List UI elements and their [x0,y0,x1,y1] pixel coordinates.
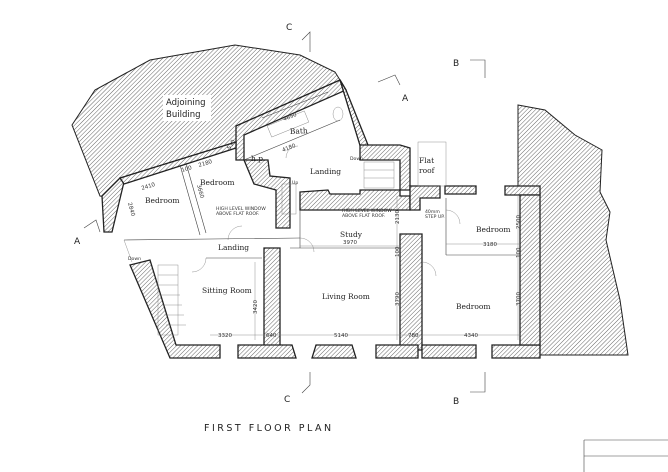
stairs [157,161,395,336]
adjoining-building-hatch [71,44,341,199]
bathtub [266,110,310,138]
note-window-2a: HIGH LEVEL WINDOW [342,208,392,214]
dim-partition: 100 [181,165,193,174]
note-down-2: Down [128,256,141,262]
note-step-up-1: 40mm [425,209,440,215]
dim-bed1-width: 2410 [141,182,157,192]
flat-roof-area [417,141,447,187]
dim-bath-small: 510 [227,138,238,151]
room-landing-upper: Landing [310,167,341,176]
note-window-1a: HIGH LEVEL WINDOW [216,206,266,212]
room-bedroom-3: Bedroom [476,225,510,234]
dim-wall-study: 100 [395,246,401,257]
note-down-1: Down [350,156,363,162]
room-landing-lower: Landing [218,243,249,252]
dim-study-depth: 2130 [395,210,401,224]
dim-study-width: 3970 [343,240,357,246]
room-living-room: Living Room [322,292,370,301]
dim-sitting-depth: 3420 [253,300,259,314]
flat-roof-label-2: roof [419,166,436,175]
room-sitting-room: Sitting Room [202,286,252,295]
dim-landing-length: 4180 [282,143,298,154]
section-markers [83,31,486,394]
dim-bed3-width: 3180 [483,242,497,248]
dim-bath-length: 4650 [283,112,299,123]
section-c-top: C [286,23,292,33]
drawing-title: FIRST FLOOR PLAN [204,423,334,434]
room-bedroom-2: Bedroom [145,196,179,205]
note-window-1b: ABOVE FLAT ROOF. [216,211,259,217]
adjoining-label-2: Building [166,110,200,120]
room-study: Study [340,230,363,239]
section-a-right: A [402,94,409,104]
room-bedroom-4: Bedroom [456,302,490,311]
dim-bed2-width: 2180 [198,159,214,169]
adjoining-label-1: Adjoining [166,98,206,108]
toilet [332,106,344,122]
dim-bed3-depth: 2500 [516,215,522,229]
partitions [123,91,520,277]
dim-living-depth: 3790 [395,292,401,306]
section-c-bottom: C [284,395,290,405]
note-up: Up [292,180,298,186]
dim-wall-a: 640 [266,333,277,339]
note-window-2b: ABOVE FLAT ROOF. [342,213,385,219]
dim-bed4-width: 4340 [464,333,478,339]
room-hp: h.p. [251,154,265,163]
dim-bed4-depth: 3700 [516,292,522,306]
walls [101,79,541,359]
dim-sitting-width: 3320 [218,333,232,339]
section-b-top: B [453,59,459,69]
dim-bed1-depth: 2840 [126,202,136,218]
title-block [583,439,668,472]
flat-roof-label-1: Flat [419,156,434,165]
dim-wall-bed3: 100 [516,247,522,258]
room-bath: Bath [290,126,308,136]
note-step-up-2: STEP UP. [425,214,445,220]
dim-bed2-depth: 3660 [195,184,205,200]
section-a-left: A [74,237,81,247]
room-bedroom-1: Bedroom [200,178,234,187]
dimension-lines [210,196,520,340]
section-b-bottom: B [453,397,459,407]
dim-living-width: 5140 [334,333,348,339]
dim-wall-b: 780 [408,333,419,339]
